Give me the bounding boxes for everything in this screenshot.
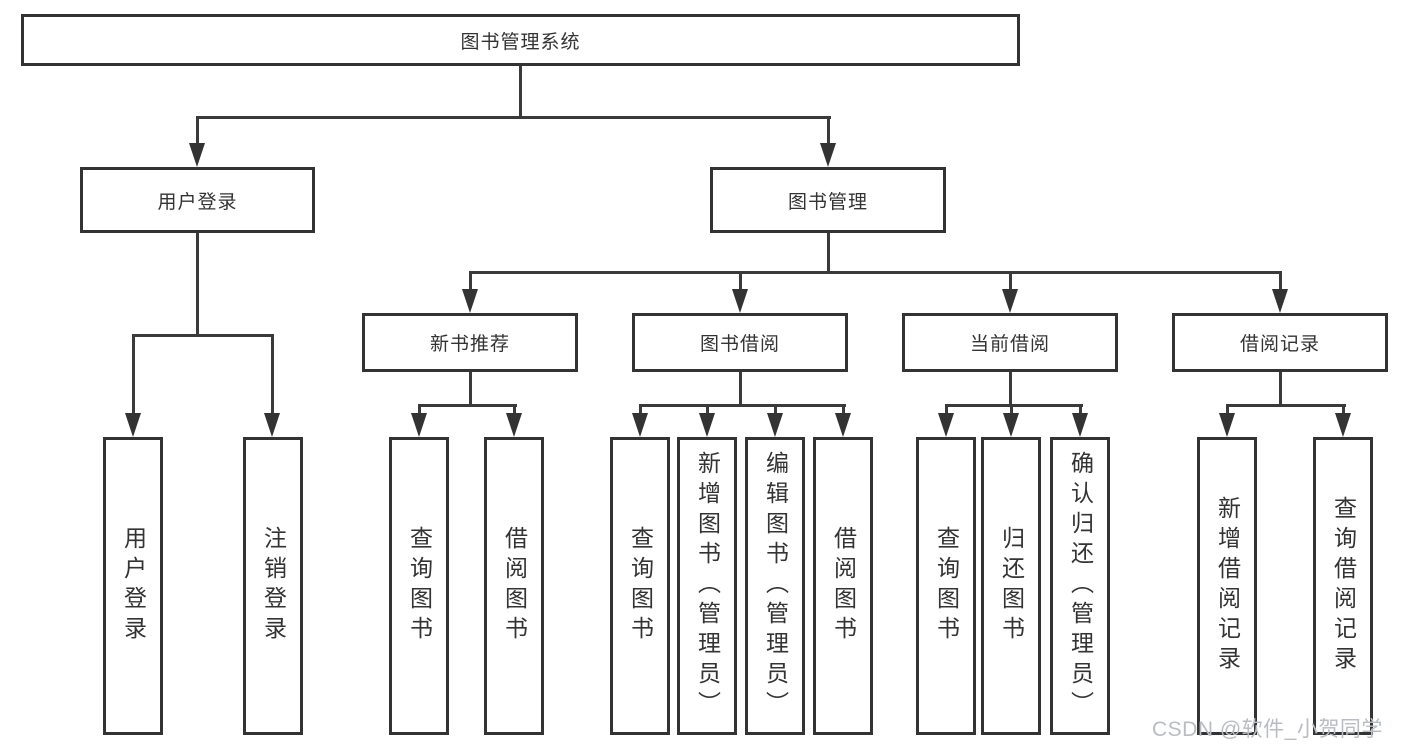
node-label: 图书管理 [787, 191, 868, 213]
connector-line [706, 404, 709, 415]
arrowhead-down-icon [462, 289, 478, 313]
leaf-label: 查询图书 [933, 526, 960, 646]
connector-line [469, 271, 1282, 274]
node-root-system: 图书管理系统 [21, 14, 1020, 66]
node-label: 借阅记录 [1239, 334, 1320, 355]
leaf-return-books: 归还图书 [981, 437, 1041, 735]
leaf-user-login: 用户登录 [103, 437, 163, 735]
leaf-label: 新增借阅记录 [1214, 496, 1241, 676]
leaf-query-books: 查询图书 [916, 437, 976, 735]
leaf-label: 确认归还（管理员） [1067, 451, 1094, 721]
connector-line [196, 116, 831, 119]
arrowhead-down-icon [1219, 413, 1235, 437]
leaf-query-books: 查询图书 [389, 437, 449, 735]
connector-line [1279, 271, 1282, 291]
arrowhead-down-icon [767, 413, 783, 437]
connector-line [827, 233, 830, 273]
connector-line [739, 271, 742, 291]
leaf-label: 查询借阅记录 [1330, 496, 1357, 676]
leaf-label: 查询图书 [406, 526, 433, 646]
watermark: CSDN @软件_小贺同学 [1152, 718, 1383, 741]
leaf-edit-books-admin: 编辑图书（管理员） [745, 437, 805, 735]
connector-line [132, 334, 135, 414]
leaf-label: 借阅图书 [501, 526, 528, 646]
connector-line [739, 372, 742, 406]
leaf-label: 新增图书（管理员） [694, 451, 721, 721]
connector-line [132, 334, 274, 337]
node-user-login: 用户登录 [80, 167, 315, 233]
node-new-book-recommend: 新书推荐 [362, 313, 578, 372]
connector-line [513, 404, 516, 415]
arrowhead-down-icon [1272, 289, 1288, 313]
connector-line [271, 334, 274, 414]
connector-line [196, 233, 199, 336]
leaf-label: 编辑图书（管理员） [762, 451, 789, 721]
node-current-borrow: 当前借阅 [902, 313, 1118, 372]
connector-line [469, 271, 472, 291]
arrowhead-down-icon [125, 413, 141, 437]
arrowhead-down-icon [699, 413, 715, 437]
node-label: 用户登录 [157, 191, 238, 213]
leaf-add-books-admin: 新增图书（管理员） [677, 437, 737, 735]
node-label: 图书管理系统 [460, 31, 581, 53]
node-borrow-records: 借阅记录 [1172, 313, 1388, 372]
arrowhead-down-icon [1335, 413, 1351, 437]
leaf-label: 借阅图书 [830, 526, 857, 646]
leaf-add-borrow-record: 新增借阅记录 [1197, 437, 1257, 735]
connector-line [827, 116, 830, 144]
connector-line [196, 116, 199, 144]
connector-line [1079, 404, 1082, 415]
arrowhead-down-icon [189, 143, 205, 167]
node-book-borrow: 图书借阅 [632, 313, 848, 372]
node-book-management: 图书管理 [710, 167, 946, 233]
arrowhead-down-icon [820, 143, 836, 167]
leaf-borrow-books: 借阅图书 [813, 437, 873, 735]
connector-line [639, 404, 846, 407]
connector-line [774, 404, 777, 415]
arrowhead-down-icon [732, 289, 748, 313]
connector-line [418, 404, 517, 407]
connector-line [1009, 271, 1012, 291]
connector-line [1009, 372, 1012, 406]
leaf-label: 查询图书 [627, 526, 654, 646]
connector-line [519, 66, 522, 118]
arrowhead-down-icon [938, 413, 954, 437]
connector-line [639, 404, 642, 415]
connector-line [1279, 372, 1282, 406]
connector-line [469, 372, 472, 406]
connector-line [945, 404, 1083, 407]
connector-line [1010, 404, 1013, 415]
leaf-query-borrow-record: 查询借阅记录 [1313, 437, 1373, 735]
connector-line [945, 404, 948, 415]
arrowhead-down-icon [1002, 289, 1018, 313]
connector-line [1342, 404, 1345, 415]
leaf-confirm-return-admin: 确认归还（管理员） [1050, 437, 1110, 735]
connector-line [1226, 404, 1346, 407]
node-label: 图书借阅 [699, 334, 780, 355]
connector-line [842, 404, 845, 415]
arrowhead-down-icon [506, 413, 522, 437]
leaf-label: 注销登录 [260, 526, 287, 646]
leaf-logout: 注销登录 [243, 437, 303, 735]
arrowhead-down-icon [1072, 413, 1088, 437]
arrowhead-down-icon [411, 413, 427, 437]
arrowhead-down-icon [632, 413, 648, 437]
arrowhead-down-icon [835, 413, 851, 437]
leaf-borrow-books: 借阅图书 [484, 437, 544, 735]
node-label: 新书推荐 [429, 334, 510, 355]
arrowhead-down-icon [264, 413, 280, 437]
node-label: 当前借阅 [969, 334, 1050, 355]
connector-line [418, 404, 421, 415]
leaf-label: 用户登录 [120, 526, 147, 646]
connector-line [1226, 404, 1229, 415]
leaf-query-books: 查询图书 [610, 437, 670, 735]
arrowhead-down-icon [1003, 413, 1019, 437]
leaf-label: 归还图书 [998, 526, 1025, 646]
